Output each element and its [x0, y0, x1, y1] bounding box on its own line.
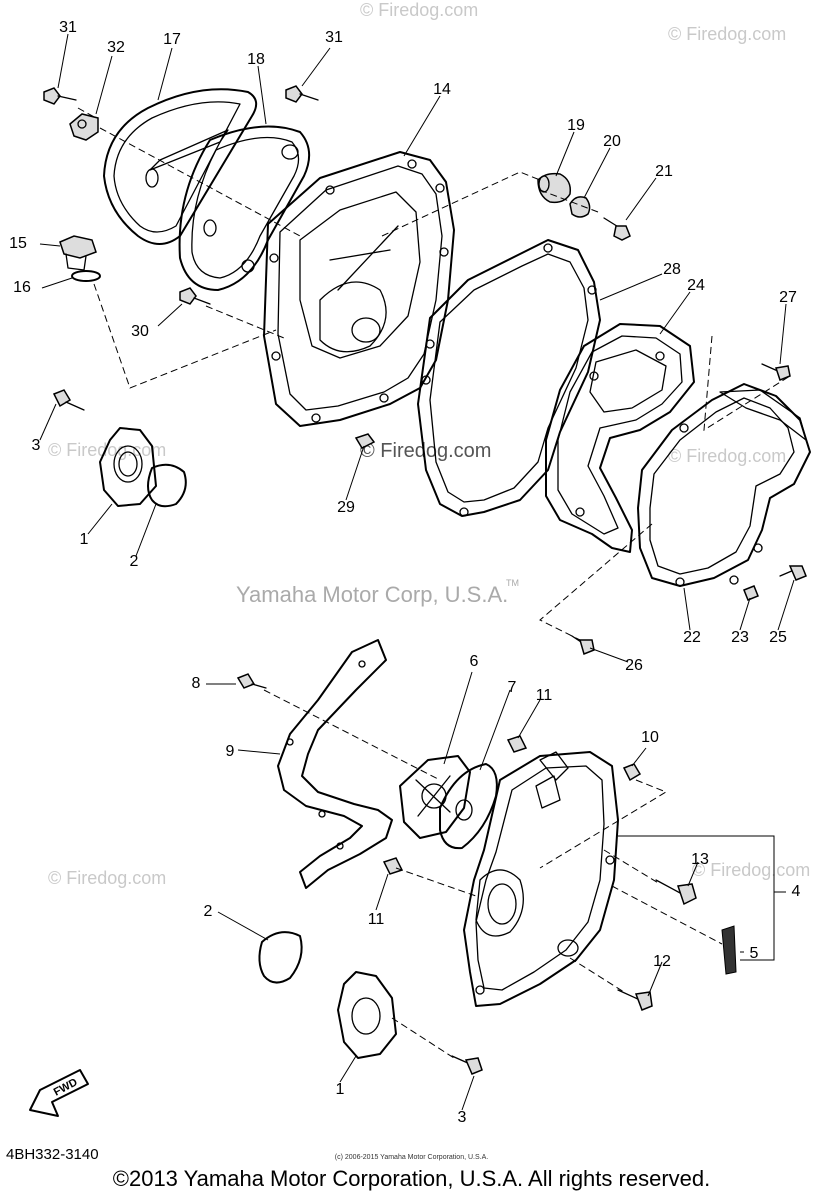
part-4-clutch-cover — [463, 751, 619, 1007]
callout-19: 19 — [567, 117, 585, 134]
part-10-seal — [622, 763, 642, 782]
callout-2-lower: 2 — [203, 903, 213, 920]
callout-12: 12 — [653, 953, 671, 970]
fwd-arrow: FWD — [29, 1069, 89, 1117]
watermark-left-lower: © Firedog.com — [48, 868, 167, 888]
callout-29: 29 — [337, 499, 355, 516]
part-13-bolt — [655, 879, 697, 906]
watermark-brand-tm: TM — [506, 578, 519, 588]
callout-8: 8 — [191, 675, 201, 692]
callout-23: 23 — [731, 629, 749, 646]
callout-26: 26 — [625, 657, 643, 674]
part-21-bolt — [603, 217, 631, 241]
callout-22: 22 — [683, 629, 701, 646]
callout-1-upper: 1 — [79, 531, 89, 548]
part-2-gasket-upper — [147, 463, 187, 508]
callout-11-upper: 11 — [535, 687, 553, 704]
callout-16: 16 — [13, 279, 31, 296]
callout-15: 15 — [9, 235, 27, 252]
part-26-bolt — [571, 635, 595, 656]
watermark-right-lower: © Firedog.com — [692, 860, 811, 880]
copyright-notice: ©2013 Yamaha Motor Corporation, U.S.A. A… — [112, 1166, 711, 1191]
watermark-top-right: © Firedog.com — [668, 24, 787, 44]
callout-17: 17 — [163, 31, 181, 48]
part-3-screw-upper — [52, 389, 85, 411]
part-23-dowel — [743, 585, 759, 601]
part-19-grommet — [537, 172, 572, 204]
watermark-brand: Yamaha Motor Corp, U.S.A. — [236, 582, 509, 607]
callout-6: 6 — [469, 653, 479, 670]
callout-27: 27 — [779, 289, 797, 306]
part-5-sight-glass — [721, 925, 737, 975]
callout-28: 28 — [663, 261, 681, 278]
part-8-bolt — [236, 673, 267, 689]
callout-21: 21 — [655, 163, 673, 180]
callout-1-lower: 1 — [335, 1081, 345, 1098]
callout-24: 24 — [687, 277, 705, 294]
callout-5: 5 — [749, 945, 759, 962]
part-17-outer-cover — [103, 88, 258, 245]
callout-13: 13 — [691, 851, 709, 868]
part-14-crankcase-cover — [263, 151, 455, 427]
leader-lines — [39, 33, 795, 1111]
part-22-generator-cover — [637, 383, 811, 587]
part-31-bolt-right — [285, 85, 319, 103]
part-27-bolt — [761, 363, 791, 381]
part-16-o-ring — [71, 270, 101, 282]
watermark-right-mid: © Firedog.com — [668, 446, 787, 466]
small-copyright: (c) 2006-2015 Yamaha Motor Corporation, … — [334, 1154, 489, 1161]
part-18-gasket — [178, 125, 311, 291]
part-code: 4BH332-3140 — [6, 1146, 99, 1163]
part-1-cap-upper — [99, 427, 157, 507]
part-11-dowel-upper — [506, 735, 528, 753]
watermark-left-mid: © Firedog.com — [48, 440, 167, 460]
callout-14: 14 — [433, 81, 451, 98]
callout-10: 10 — [641, 729, 659, 746]
part-11-dowel-lower — [382, 857, 404, 875]
callout-31-right: 31 — [325, 29, 343, 46]
part-32-clamp — [69, 113, 99, 141]
part-20-washer — [569, 196, 591, 218]
callout-32: 32 — [107, 39, 125, 56]
part-31-bolt-left — [43, 87, 77, 105]
callout-4: 4 — [791, 883, 801, 900]
callout-9: 9 — [225, 743, 235, 760]
watermark-top-center: © Firedog.com — [360, 0, 479, 20]
callout-3-upper: 3 — [31, 437, 41, 454]
callout-20: 20 — [603, 133, 621, 150]
callout-2-upper: 2 — [129, 553, 139, 570]
callout-25: 25 — [769, 629, 787, 646]
part-3-screw-lower — [451, 1055, 483, 1075]
part-1-cap-lower — [337, 971, 397, 1059]
callout-31-left: 31 — [59, 19, 77, 36]
part-15-plug — [59, 235, 97, 271]
part-29-dowel — [354, 433, 376, 449]
part-12-bolt — [617, 989, 653, 1011]
watermark-center-part: © Firedog.com — [360, 440, 492, 462]
callout-11-lower: 11 — [367, 911, 385, 928]
part-28-gasket — [417, 239, 601, 517]
assembly-lines — [77, 107, 791, 1059]
part-6-impeller — [399, 755, 471, 839]
part-2-gasket-lower — [258, 931, 303, 984]
callout-7: 7 — [507, 679, 517, 696]
part-30-bolt — [179, 287, 211, 305]
callout-30: 30 — [131, 323, 149, 340]
callout-3-lower: 3 — [457, 1109, 467, 1126]
callout-18: 18 — [247, 51, 265, 68]
part-24-gasket — [545, 323, 695, 553]
part-25-bolt — [779, 565, 807, 581]
part-9-gasket — [277, 639, 393, 889]
